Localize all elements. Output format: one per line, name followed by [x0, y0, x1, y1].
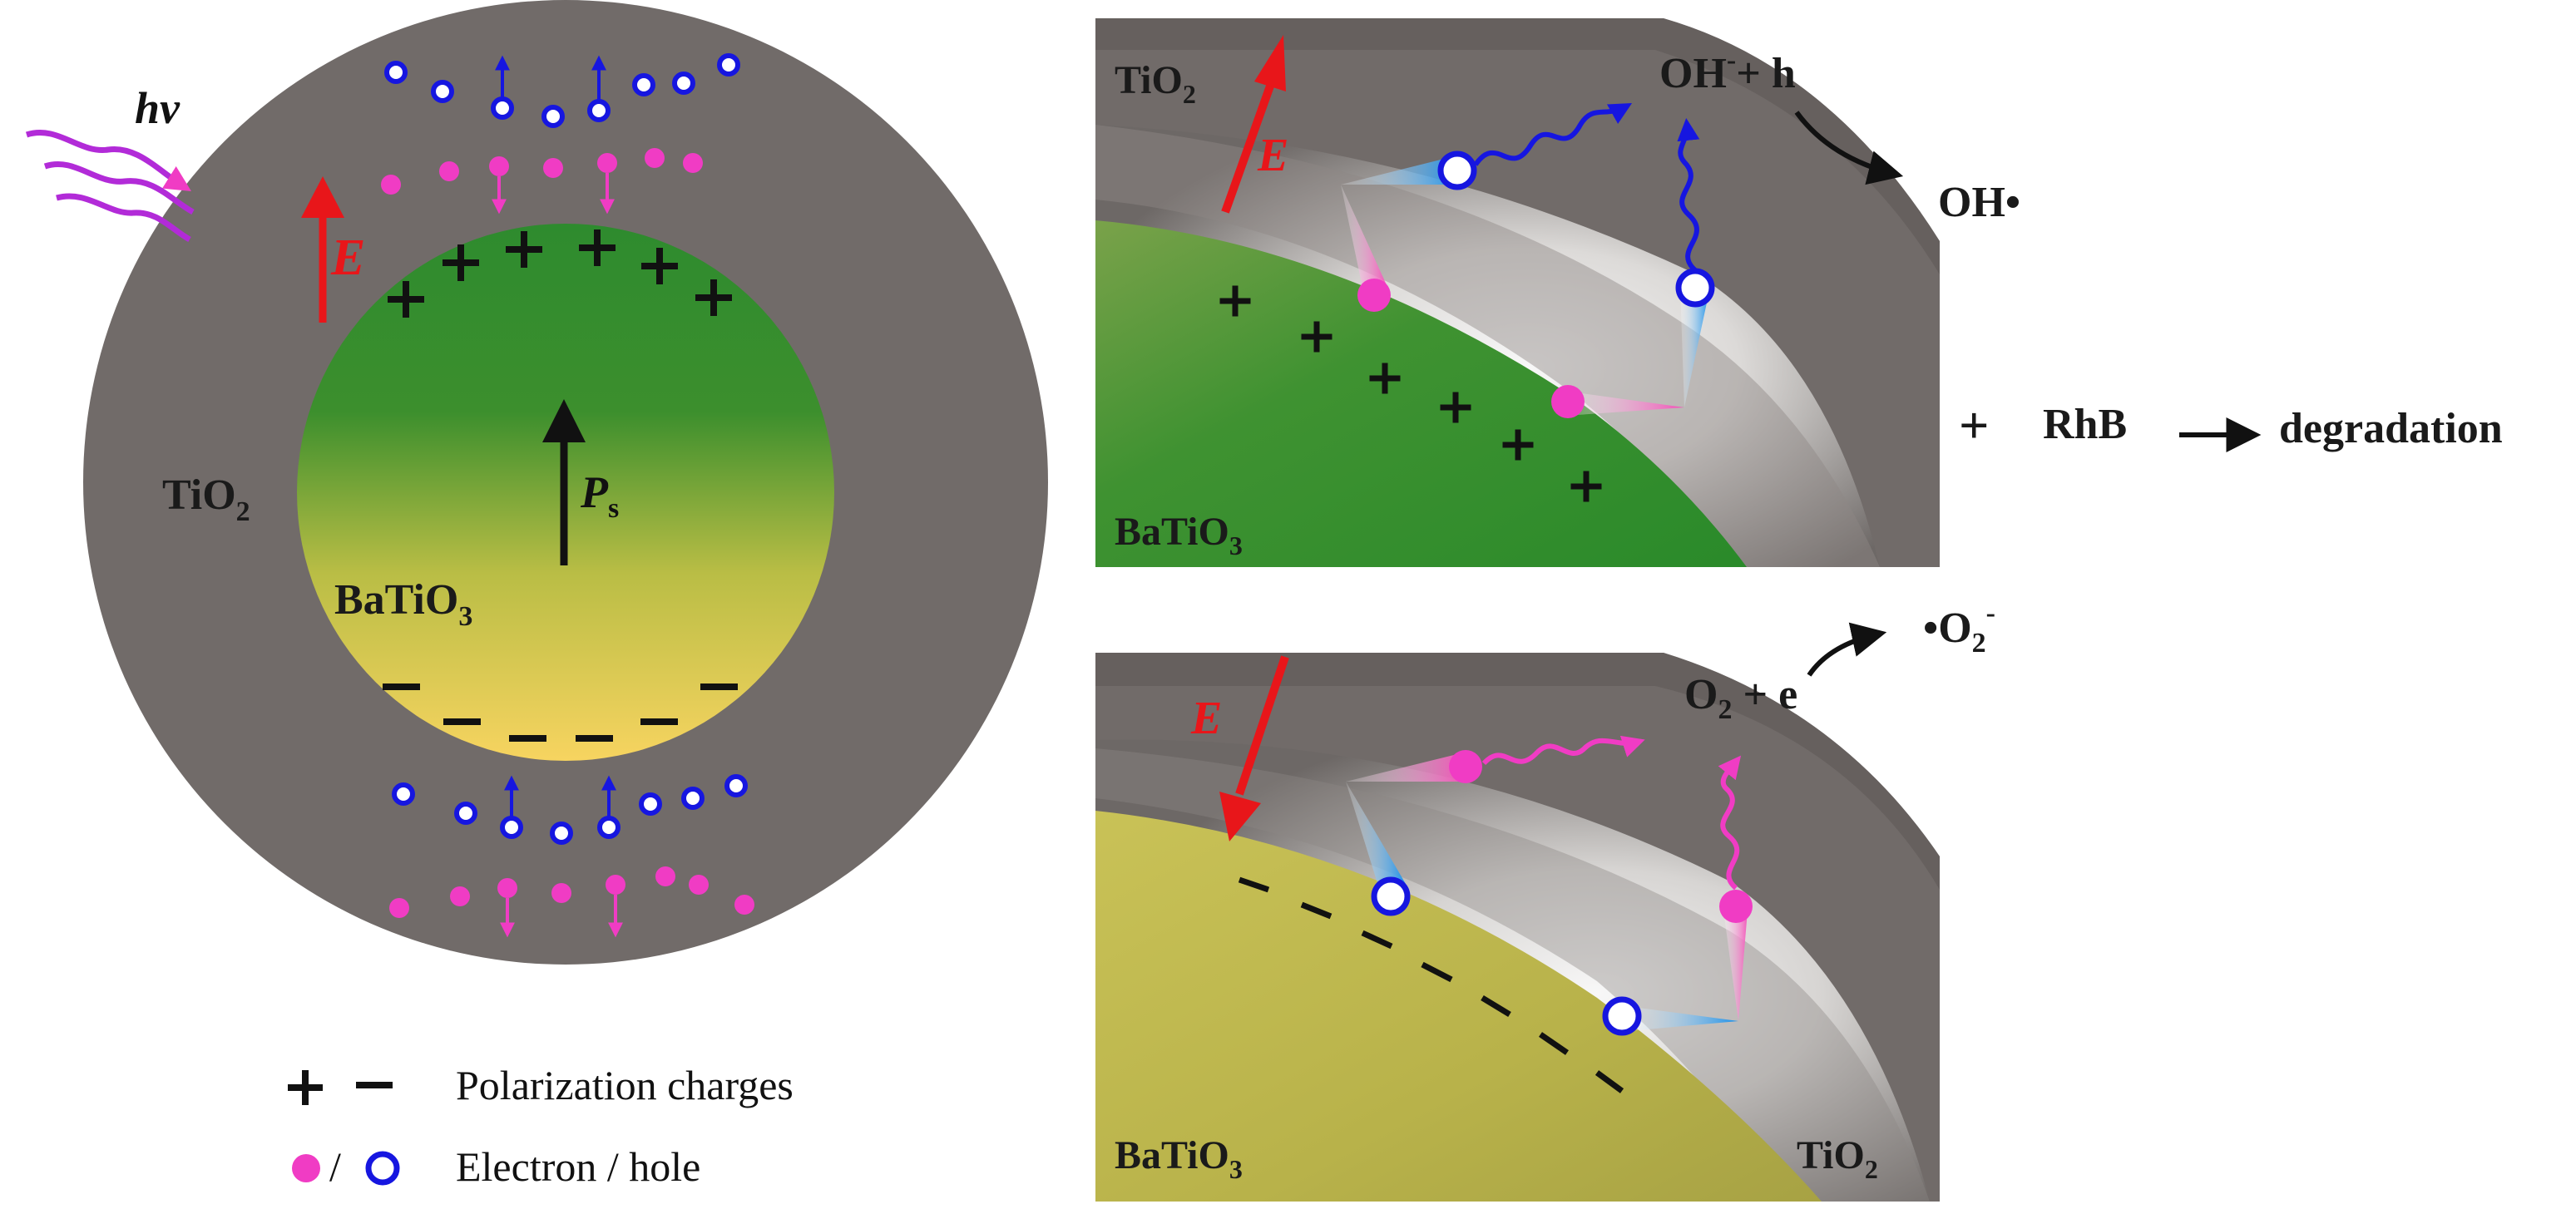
br-batio3-label: BaTiO3 [1115, 1133, 1243, 1184]
br-reactions: O2 + e •O2- [1684, 598, 1995, 725]
electron [1357, 279, 1391, 312]
hole [541, 105, 565, 128]
hole [550, 822, 573, 845]
hole [1437, 151, 1477, 190]
br-carrier-pair-2 [1602, 755, 1753, 1036]
electron-path [1718, 755, 1742, 891]
hole [384, 61, 408, 84]
legend: Polarization charges / Electron / hole [288, 1062, 794, 1190]
hole [672, 72, 695, 95]
superoxide-label: •O2- [1923, 598, 1995, 659]
hole [392, 782, 415, 806]
positive-charges [388, 229, 732, 318]
oh-radical: OH• [1938, 179, 2020, 226]
top-right-panel [1095, 18, 1940, 567]
hole [500, 816, 523, 839]
plus-sign: + [1959, 396, 1989, 455]
electron [389, 898, 409, 918]
br-carrier-pair-1 [1346, 735, 1645, 916]
polarization-arrow [542, 399, 586, 565]
field-label: E [330, 229, 365, 286]
br-tio2-label: TiO2 [1797, 1133, 1878, 1184]
electron-arrows-bottom [500, 895, 623, 938]
electrons-top [381, 148, 703, 195]
degradation-label: degradation [2279, 405, 2503, 452]
oh-arrow [1794, 111, 1904, 185]
electron [450, 886, 470, 906]
tr-tio2-label: TiO2 [1115, 58, 1196, 109]
electron [497, 878, 517, 898]
batio3-core-region [1095, 811, 1822, 1202]
electron [645, 148, 665, 168]
polarization-label: Ps [580, 467, 619, 524]
hole [431, 80, 454, 103]
legend-slash: / [329, 1143, 341, 1190]
legend-electron-icon [292, 1154, 320, 1182]
electron [543, 158, 563, 178]
top-right-overlays: E TiO2 BaTiO3 [1115, 35, 1715, 560]
hole-arrows-top [495, 55, 606, 101]
hole [1371, 876, 1411, 916]
electron [1449, 750, 1482, 783]
legend-carriers-text: Electron / hole [456, 1143, 700, 1190]
tr-field-arrow [1221, 35, 1286, 214]
left-panel: hν E Ps TiO2 BaTiO3 [25, 0, 1048, 965]
hole [491, 96, 514, 120]
oh-minus-h: OH-+ h [1659, 45, 1796, 97]
legend-charge-symbols [288, 1070, 393, 1105]
electron [1719, 890, 1753, 923]
rhb-label: RhB [2043, 401, 2127, 448]
hole [632, 73, 655, 96]
tio2-label: TiO2 [162, 471, 250, 527]
br-negative-charges [1238, 876, 1624, 1093]
light-label: hν [135, 83, 180, 133]
tr-reactions: OH-+ h OH• + RhB degradation [1659, 45, 2503, 455]
negative-charges [383, 683, 738, 742]
electron-path [1481, 735, 1645, 766]
tr-positive-charges [1219, 285, 1602, 502]
electron [606, 875, 625, 895]
batio3-label: BaTiO3 [334, 576, 472, 632]
electron [381, 175, 401, 195]
electron [734, 895, 754, 915]
electron [439, 161, 459, 181]
hole-path [1473, 103, 1633, 166]
electron [489, 156, 509, 176]
holes-top [384, 53, 740, 128]
electrons-bottom [389, 866, 754, 918]
hole [639, 792, 662, 816]
tr-carrier-pair-2 [1551, 117, 1715, 418]
hole [681, 787, 705, 810]
electron [689, 875, 709, 895]
hole [597, 816, 621, 839]
electron-arrows-top [492, 173, 615, 215]
holes-bottom [392, 774, 748, 845]
tr-carrier-pair-1 [1341, 103, 1633, 312]
legend-hole-icon [365, 1151, 400, 1186]
o2-plus-e: O2 + e [1684, 671, 1797, 725]
electron [597, 153, 617, 173]
bottom-right-overlays: E BaTiO3 TiO2 [1115, 655, 1878, 1184]
hole [1602, 996, 1642, 1036]
tr-field-label: E [1257, 130, 1288, 181]
hole [1675, 268, 1715, 308]
hole [717, 53, 740, 76]
hole-arrows-bottom [504, 775, 616, 817]
field-arrow [301, 176, 344, 323]
br-field-label: E [1190, 693, 1222, 744]
hole [724, 774, 748, 797]
hole [454, 802, 477, 825]
light-wave-icon [25, 130, 195, 243]
electron [551, 883, 571, 903]
hole [587, 99, 611, 122]
electron [1551, 385, 1585, 418]
br-field-arrow [1219, 655, 1289, 841]
legend-charges-text: Polarization charges [456, 1062, 794, 1108]
electron [683, 153, 703, 173]
hole-path [1677, 117, 1700, 273]
o2-arrow [1807, 622, 1887, 677]
tr-batio3-label: BaTiO3 [1115, 510, 1243, 560]
electron [655, 866, 675, 886]
